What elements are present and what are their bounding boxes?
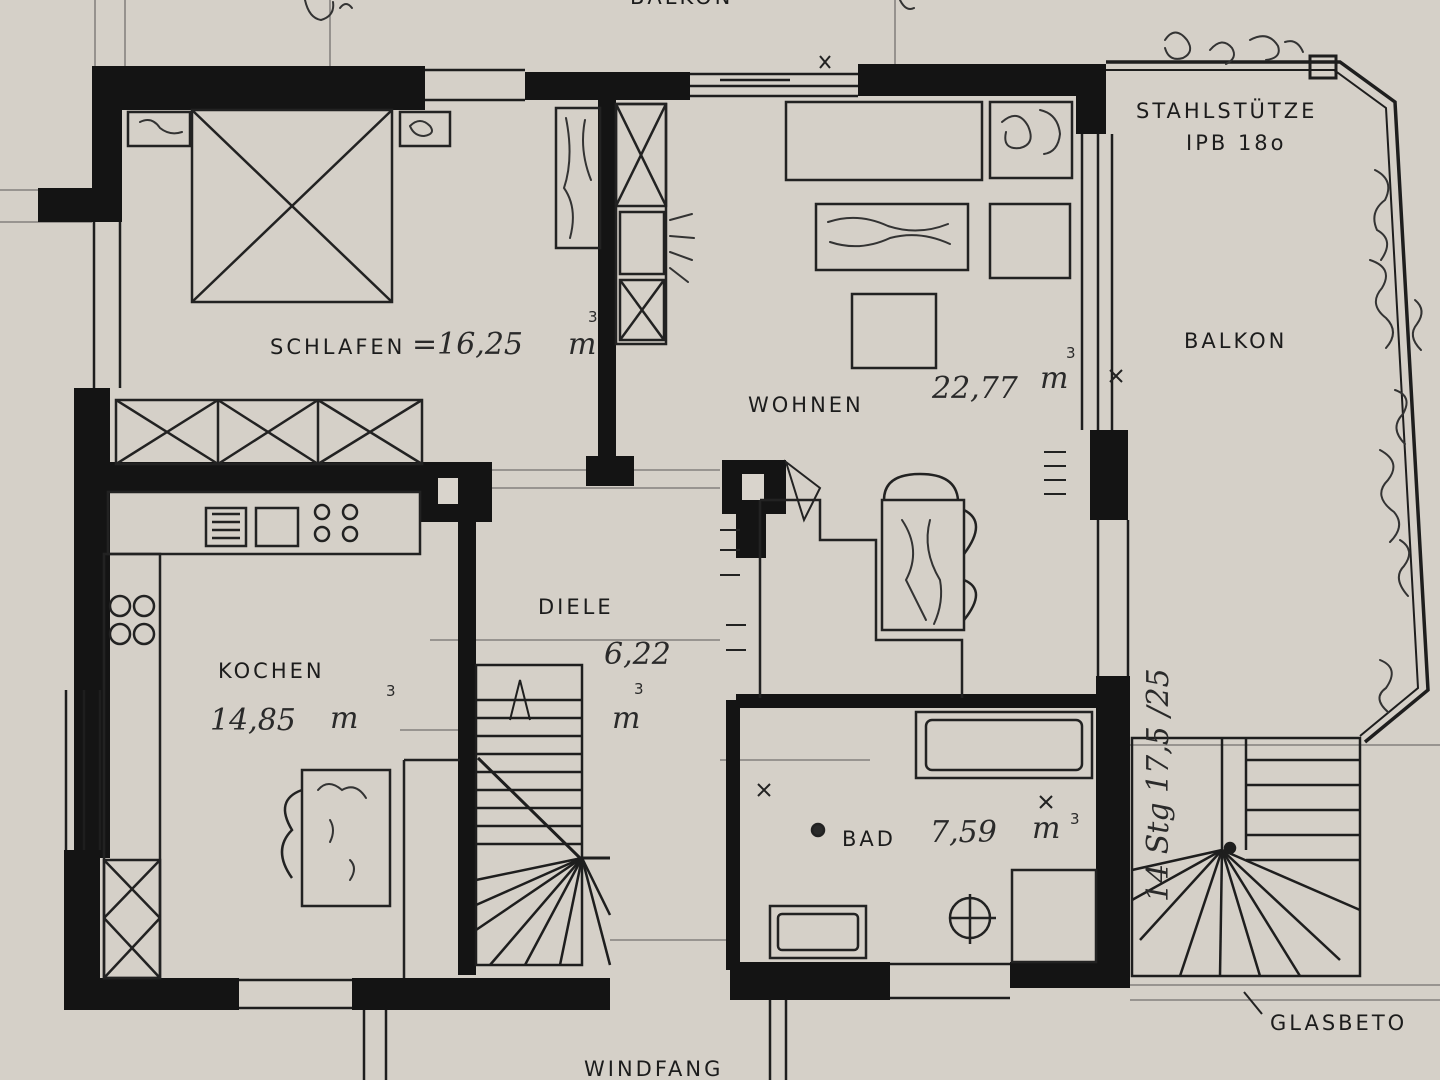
dimension-marks — [720, 55, 1123, 809]
bad-fixtures — [768, 710, 1098, 964]
sup-schlafen: 3 — [588, 308, 598, 326]
sup-wohnen: 3 — [1066, 344, 1076, 362]
top-plants — [304, 0, 915, 22]
column-markers — [438, 54, 1338, 504]
glasbeton-leader — [1243, 991, 1263, 1015]
area-bad: 7,59 — [930, 815, 997, 850]
unit-kochen: m — [330, 701, 358, 736]
unit-diele: m — [612, 701, 640, 736]
exterior-stairs — [1130, 736, 1362, 978]
sup-diele: 3 — [634, 680, 644, 698]
stairs-note: 14 Stg 17,5 /25 — [1141, 668, 1176, 902]
label-schlafen: SCHLAFEN — [270, 335, 405, 359]
balcony-outline — [1106, 60, 1430, 744]
diele-stairs — [474, 663, 612, 967]
wohnen-furniture — [614, 100, 1074, 698]
room-labels: SCHLAFEN =16,25 m 3 WOHNEN 22,77 m 3 KOC… — [210, 0, 1287, 1080]
glasbeton-label: GLASBETO — [1270, 1011, 1407, 1035]
schlafen-furniture — [114, 106, 602, 466]
label-kochen: KOCHEN — [218, 659, 325, 683]
label-windfang: WINDFANG — [584, 1057, 723, 1080]
label-bad: BAD — [842, 827, 896, 851]
label-balkon-top: BALKON — [630, 0, 733, 9]
balcony-plants — [1164, 31, 1423, 713]
label-balkon-right: BALKON — [1184, 329, 1287, 353]
area-diele: 6,22 — [604, 637, 671, 672]
stahlstuetze-line2: IPB 18o — [1186, 131, 1287, 155]
kochen-furniture — [102, 490, 460, 980]
label-wohnen: WOHNEN — [748, 393, 864, 417]
stahlstuetze-line1: STAHLSTÜTZE — [1136, 98, 1317, 123]
sup-bad: 3 — [1070, 810, 1080, 828]
label-diele: DIELE — [538, 595, 614, 619]
annotation-labels: STAHLSTÜTZE IPB 18o GLASBETO 14 Stg 17,5… — [1136, 98, 1407, 1035]
area-wohnen: 22,77 — [931, 371, 1019, 406]
window-lines — [64, 68, 1130, 1080]
sup-kochen: 3 — [386, 682, 396, 700]
unit-wohnen: m — [1040, 361, 1068, 396]
interior-walls — [110, 80, 1104, 975]
area-schlafen: =16,25 — [412, 327, 523, 362]
area-kochen: 14,85 — [210, 703, 296, 738]
exterior-walls — [38, 64, 1130, 1010]
unit-schlafen: m — [568, 327, 596, 362]
unit-bad: m — [1032, 811, 1060, 846]
